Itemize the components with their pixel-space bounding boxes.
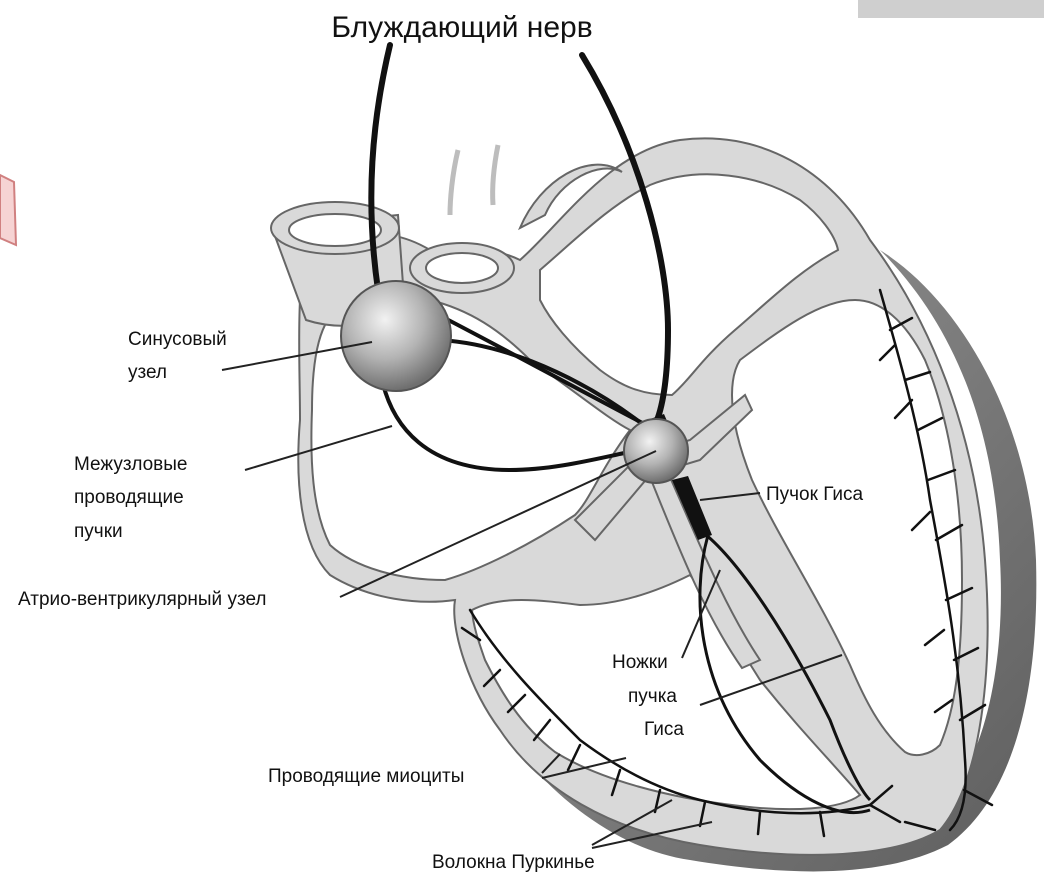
sinus-node-label-2: узел — [128, 362, 167, 383]
vagus-nerve-title: Блуждающий нерв — [331, 11, 592, 44]
av-node-label: Атрио-вентрикулярный узел — [18, 589, 266, 610]
his-bundle-label: Пучок Гиса — [766, 484, 864, 505]
internodal-label-2: проводящие — [74, 487, 184, 508]
sinus-node — [341, 281, 451, 391]
bundle-branches-label-2: пучка — [628, 686, 677, 707]
bundle-branches-label-3: Гиса — [644, 719, 684, 740]
internodal-label-3: пучки — [74, 521, 123, 542]
myocytes-label: Проводящие миоциты — [268, 766, 464, 787]
purkinje-label: Волокна Пуркинье — [432, 852, 595, 873]
bundle-branches-label-1: Ножки — [612, 652, 668, 673]
faint-vessel-strokes — [450, 145, 498, 215]
sinus-node-label-1: Синусовый — [128, 329, 227, 350]
great-vessel-ring — [410, 243, 514, 293]
internodal-label-1: Межузловые — [74, 454, 188, 475]
